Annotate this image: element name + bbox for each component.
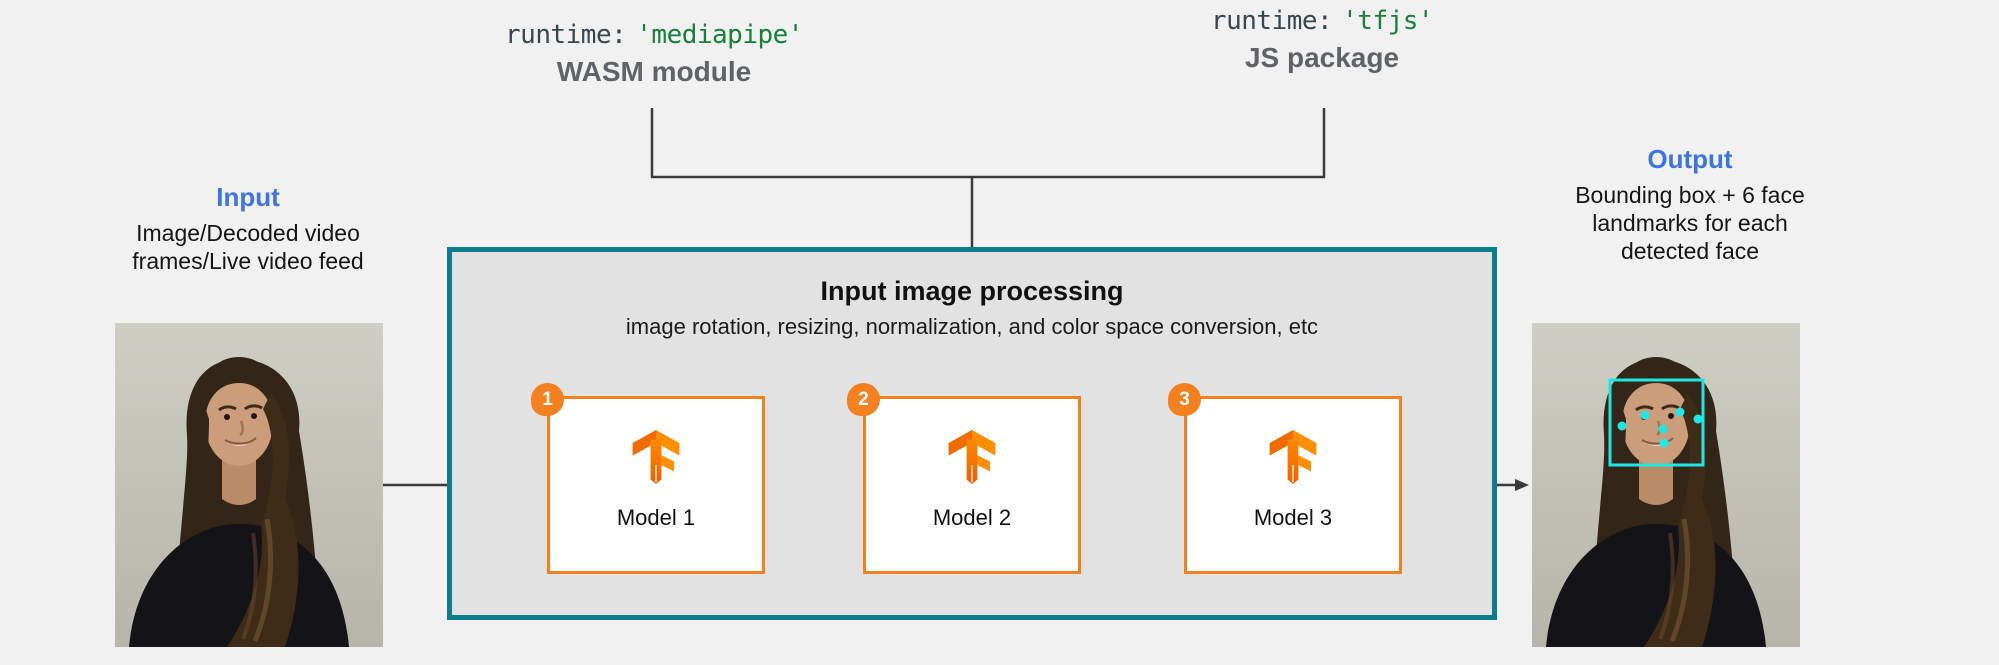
portrait-input-image: [115, 323, 383, 647]
runtime-package-label-wasm: WASM module: [556, 56, 752, 87]
input-photo: [115, 323, 383, 647]
input-annotation: Input Image/Decoded video frames/Live vi…: [118, 182, 378, 275]
tensorflow-logo-icon: [948, 430, 996, 484]
model-label-2: Model 2: [932, 505, 1012, 530]
model-label-3: Model 3: [1253, 505, 1333, 530]
output-photo: [1532, 323, 1800, 647]
code-key: runtime:: [505, 20, 627, 50]
runtime-bracket-line: [650, 108, 1326, 249]
step-badge-3: 3: [1168, 383, 1201, 416]
portrait-output-image: [1532, 323, 1800, 647]
input-title: Input: [216, 182, 280, 212]
face-landmark-dot: [1675, 407, 1685, 417]
runtime-annotation-tfjs: runtime: 'tfjs' JS package: [1112, 6, 1532, 74]
runtime-annotation-mediapipe: runtime: 'mediapipe' WASM module: [444, 20, 864, 88]
output-title: Output: [1647, 144, 1733, 174]
output-description: Bounding box + 6 face landmarks for each…: [1575, 182, 1805, 265]
face-landmark-dot: [1693, 414, 1703, 424]
output-annotation: Output Bounding box + 6 face landmarks f…: [1560, 144, 1820, 265]
face-landmark-dot: [1658, 424, 1668, 434]
tensorflow-logo-icon: [632, 430, 680, 484]
processing-box-title: Input image processing: [820, 276, 1124, 306]
step-badge-2: 2: [847, 383, 880, 416]
processing-box-subtitle: image rotation, resizing, normalization,…: [625, 314, 1319, 339]
runtime-package-label-js: JS package: [1244, 42, 1400, 73]
code-value: 'mediapipe': [636, 20, 803, 50]
face-bounding-box: [1608, 378, 1705, 467]
face-landmark-dot: [1640, 410, 1650, 420]
code-value: 'tfjs': [1342, 6, 1434, 36]
code-snippet-tfjs: runtime: 'tfjs': [1112, 6, 1532, 36]
model-box-3: 3 Model 3: [1168, 383, 1402, 574]
model-box-1: 1 Model 1: [531, 383, 765, 574]
model-box-2: 2 Model 2: [847, 383, 1081, 574]
model-label-1: Model 1: [616, 505, 696, 530]
face-detection-overlay: [1608, 378, 1705, 467]
face-landmark-dot: [1617, 421, 1627, 431]
code-key: runtime:: [1210, 6, 1333, 36]
input-description: Image/Decoded video frames/Live video fe…: [132, 220, 364, 275]
code-snippet-mediapipe: runtime: 'mediapipe': [444, 20, 864, 50]
tensorflow-logo-icon: [1269, 430, 1317, 484]
step-badge-1: 1: [531, 383, 564, 416]
face-landmark-dot: [1659, 438, 1669, 448]
